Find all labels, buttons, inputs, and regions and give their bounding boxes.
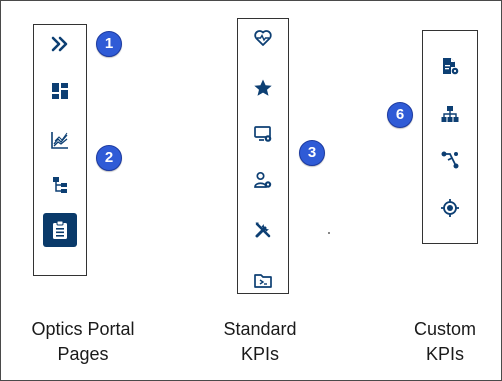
share-branch-icon[interactable] — [439, 149, 461, 171]
optics-portal-toolbar — [33, 24, 87, 276]
monitor-settings-icon[interactable] — [252, 123, 274, 145]
network-icon[interactable] — [439, 103, 461, 125]
caption-line: Pages — [57, 344, 109, 364]
document-settings-icon[interactable] — [439, 55, 461, 77]
optics-portal-caption: Optics Portal Pages — [8, 317, 158, 367]
dashboard-icon[interactable] — [49, 80, 71, 102]
hierarchy-tree-icon[interactable] — [49, 174, 71, 196]
caption-line: Standard — [223, 319, 297, 339]
standard-kpis-toolbar — [237, 18, 289, 294]
caption-line: Custom — [413, 319, 476, 339]
callout-badge: 2 — [96, 145, 122, 171]
clipboard-list-icon[interactable] — [43, 213, 77, 247]
custom-kpis-caption: Custom KPIs — [395, 317, 495, 367]
target-icon[interactable] — [439, 197, 461, 219]
stray-dot — [328, 232, 330, 234]
callout-badge: 3 — [299, 140, 325, 166]
callout-badge: 1 — [96, 31, 122, 57]
chevron-double-right-icon[interactable] — [49, 33, 71, 55]
caption-line: KPIs — [425, 344, 464, 364]
custom-kpis-toolbar — [422, 30, 478, 244]
caption-line: KPIs — [240, 344, 279, 364]
callout-badge: 6 — [387, 102, 413, 128]
line-chart-icon[interactable] — [49, 129, 71, 151]
standard-kpis-caption: Standard KPIs — [205, 317, 315, 367]
caption-line: Optics Portal — [31, 319, 135, 339]
heart-pulse-icon[interactable] — [252, 27, 274, 49]
user-settings-icon[interactable] — [252, 169, 274, 191]
folder-icon[interactable] — [252, 269, 274, 291]
tools-icon[interactable] — [252, 219, 274, 241]
star-icon[interactable] — [252, 77, 274, 99]
